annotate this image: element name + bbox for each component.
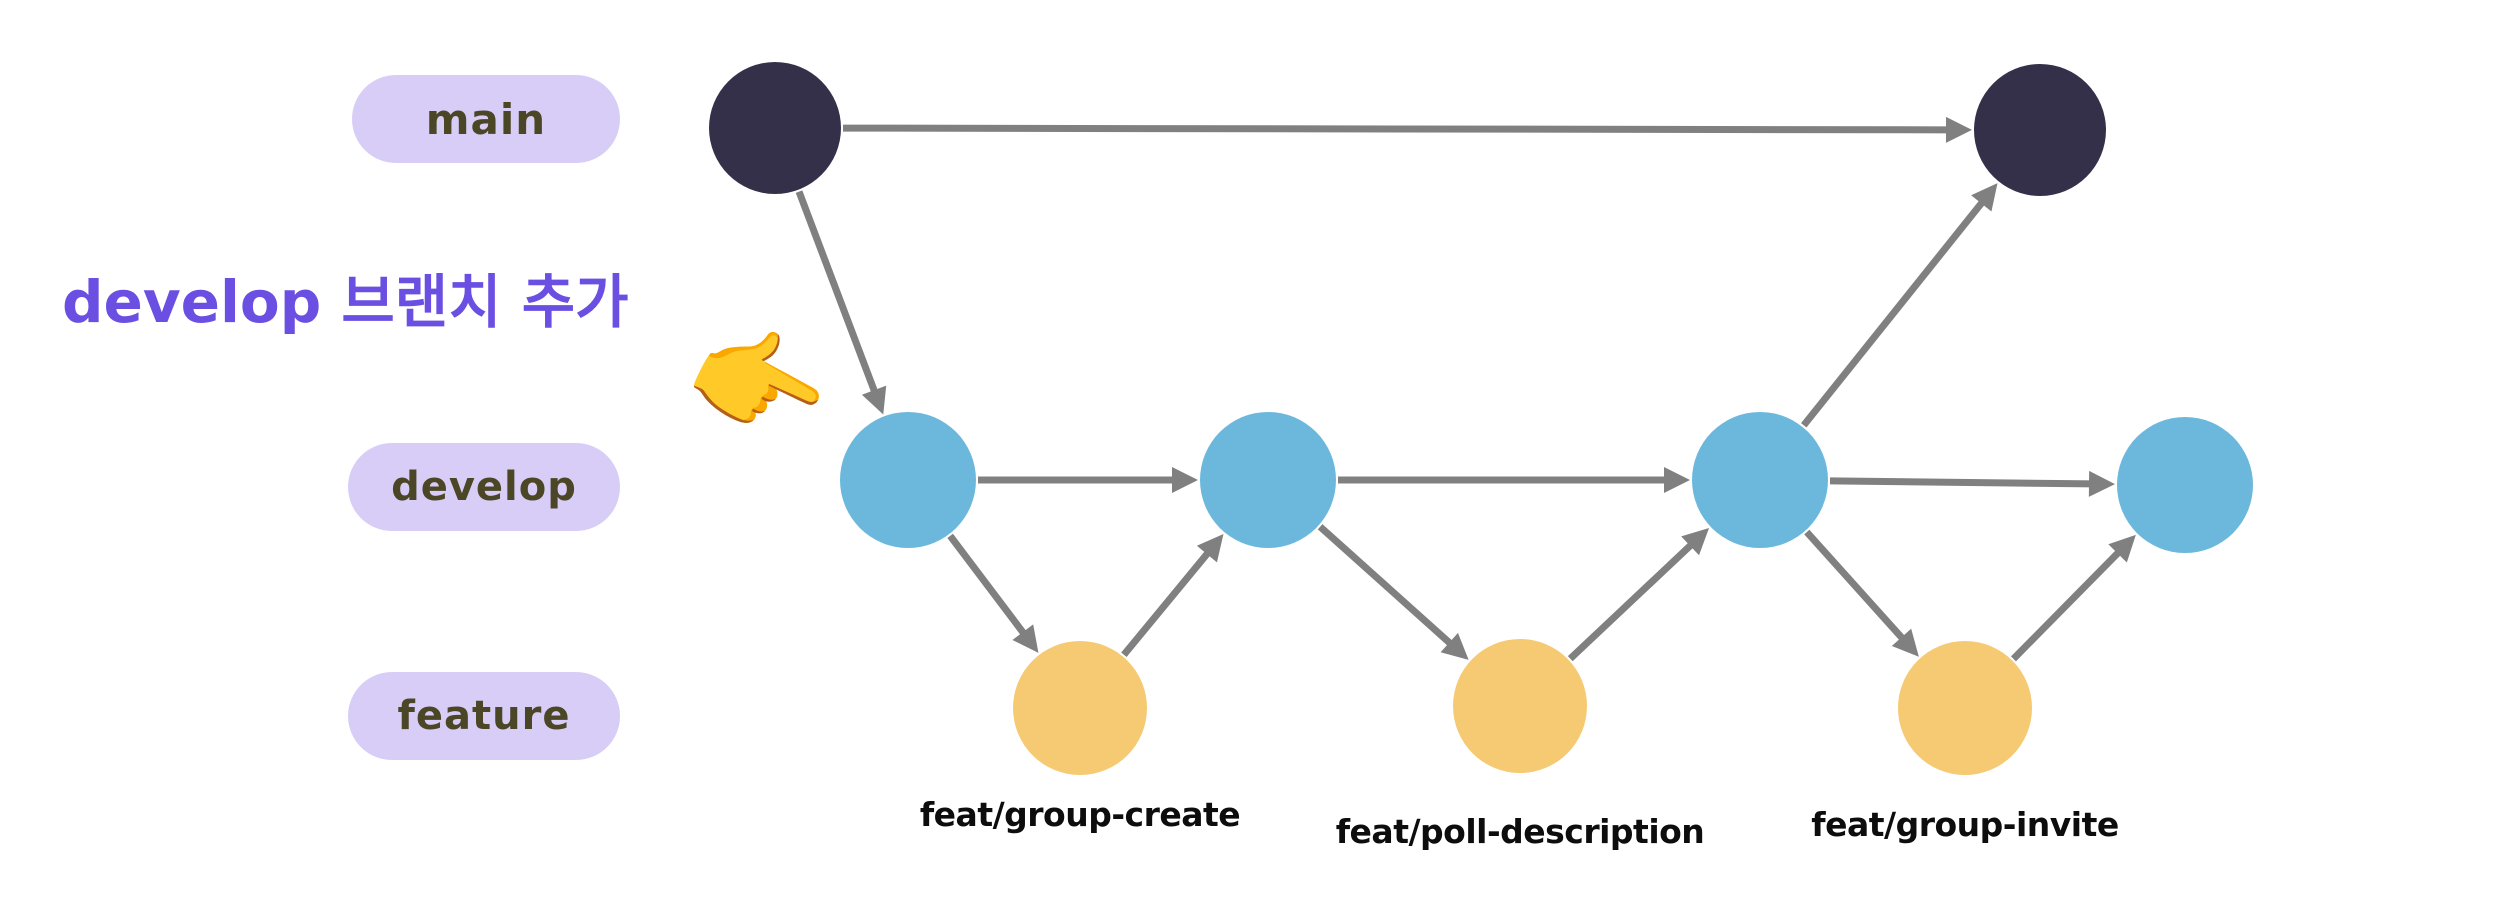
commit-node-f2[interactable] <box>1453 639 1587 773</box>
edge-arrowhead <box>2088 470 2116 497</box>
annotation-text: develop 브랜치 추가 <box>62 268 629 336</box>
edge-arrowhead <box>1664 467 1690 493</box>
edge-arrowhead <box>1971 183 1998 212</box>
commit-node-m1[interactable] <box>709 62 841 194</box>
branch-label-develop: develop <box>348 443 620 531</box>
commit-caption: feat/group-create <box>919 795 1241 834</box>
edge-line <box>947 533 1028 638</box>
edge-arrowhead <box>1196 534 1224 563</box>
branch-label-main-text: main <box>425 94 547 144</box>
edge-layer <box>795 116 2136 662</box>
commit-node-m2[interactable] <box>1974 64 2106 196</box>
edge-line <box>795 190 879 396</box>
commit-node-f3[interactable] <box>1898 641 2032 775</box>
branch-label-feature: feature <box>348 672 620 760</box>
edge-arrowhead <box>1172 467 1198 493</box>
edge-line <box>842 124 1951 134</box>
edge-line <box>1317 524 1455 648</box>
branch-label-main: main <box>352 75 620 163</box>
edge-line <box>1121 548 1213 657</box>
edge-arrowhead <box>1891 628 1919 657</box>
commit-node-d4[interactable] <box>2117 417 2253 553</box>
edge-line <box>1800 198 1987 428</box>
commit-node-d2[interactable] <box>1200 412 1336 548</box>
edge-arrowhead <box>1012 624 1039 653</box>
commit-node-d1[interactable] <box>840 412 976 548</box>
branch-label-feature-text: feature <box>397 693 571 739</box>
commit-node-f1[interactable] <box>1013 641 1147 775</box>
edge-arrowhead <box>1945 116 1973 143</box>
edge-line <box>2010 548 2123 662</box>
branch-label-develop-text: develop <box>391 464 577 510</box>
edge-arrowhead <box>1440 632 1469 660</box>
edge-arrowhead <box>2108 534 2136 563</box>
edge-line <box>1804 529 1907 643</box>
edge-line <box>1829 477 2094 488</box>
commit-caption: feat/poll-description <box>1335 812 1705 851</box>
edge-arrowhead <box>861 385 887 415</box>
commit-caption: feat/group-invite <box>1811 805 2119 844</box>
edge-line <box>1567 540 1696 662</box>
commit-node-d3[interactable] <box>1692 412 1828 548</box>
edge-arrowhead <box>1681 527 1710 556</box>
node-layer <box>709 62 2253 775</box>
